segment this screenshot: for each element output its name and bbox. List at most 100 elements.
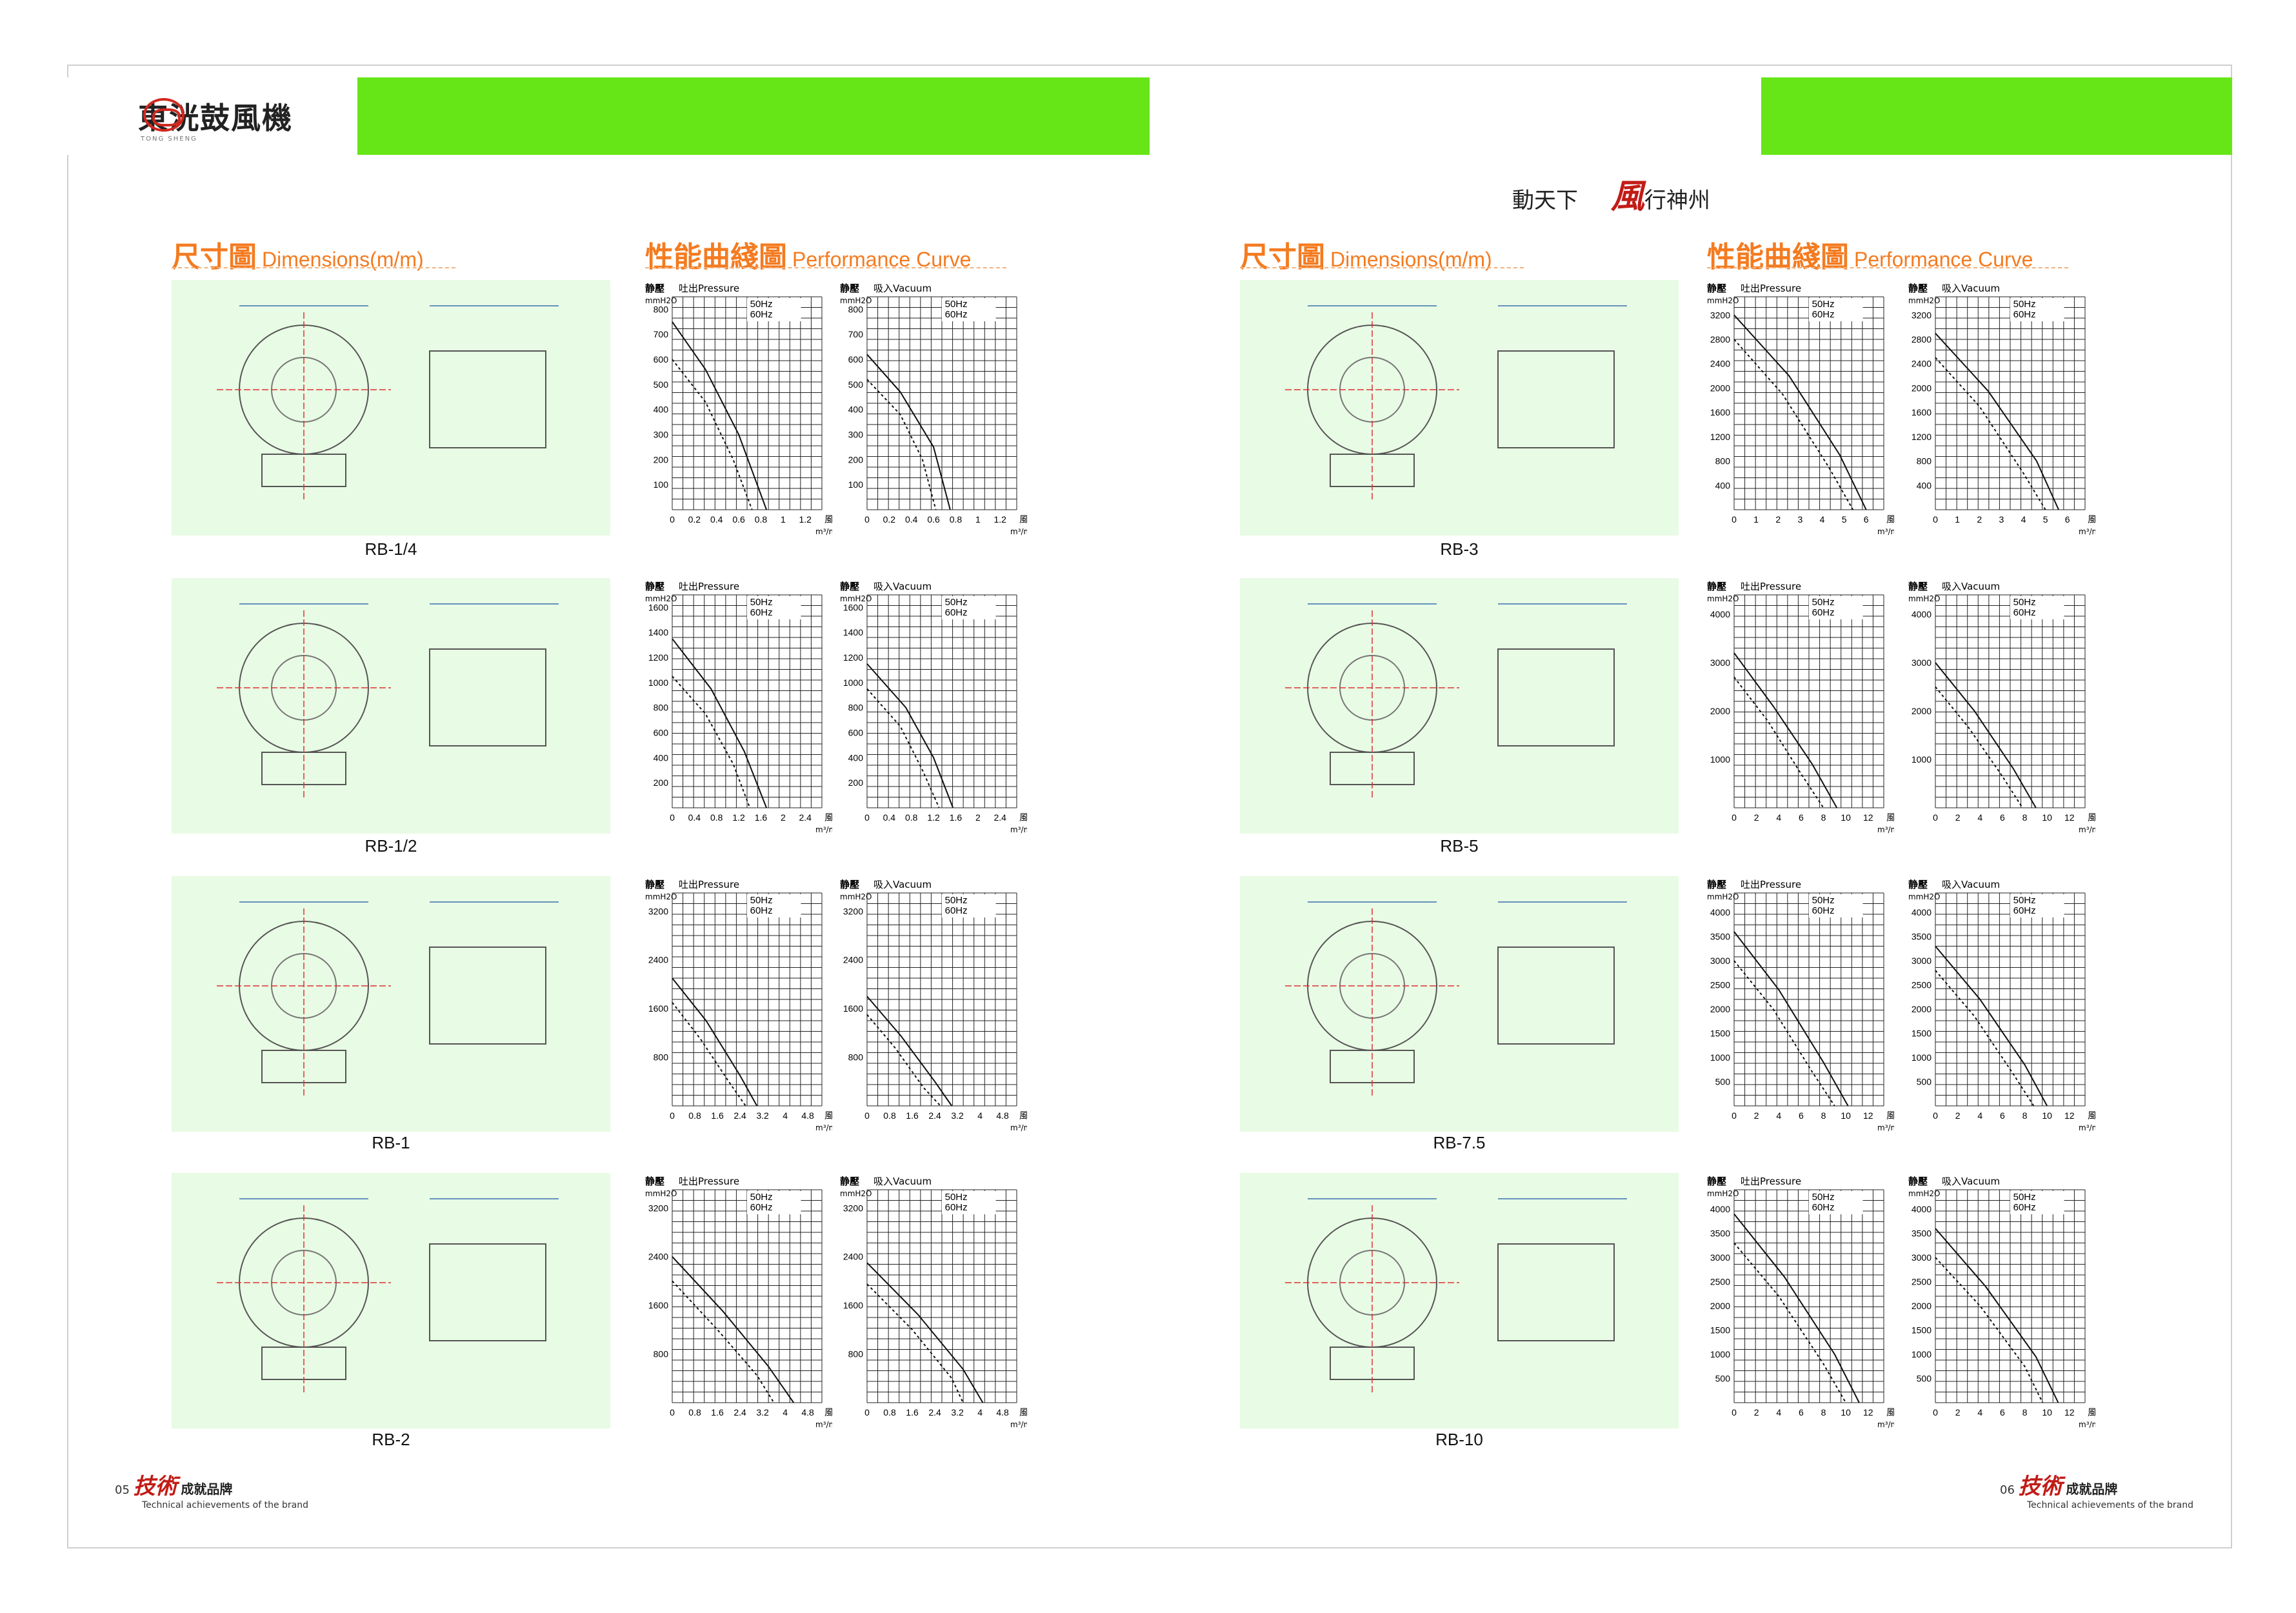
legend-entry: 50Hz bbox=[945, 895, 968, 906]
legend-box bbox=[2010, 596, 2064, 619]
x-tick-label: 4 bbox=[783, 1110, 788, 1121]
model-label: RB-5 bbox=[1440, 836, 1479, 856]
x-tick-label: 0.4 bbox=[710, 514, 723, 525]
x-tick-label: 0.8 bbox=[688, 1110, 701, 1121]
y-tick-label: 2000 bbox=[1912, 1004, 1932, 1014]
dimension-sketch bbox=[1285, 603, 1627, 797]
y-tick-label: 3200 bbox=[843, 906, 863, 916]
footer-big: 技術 bbox=[2018, 1474, 2062, 1499]
legend-entry: 50Hz bbox=[750, 895, 773, 906]
x-axis-label: 風量 bbox=[1019, 515, 1027, 525]
y-tick-label: 1600 bbox=[843, 602, 863, 612]
y-axis-unit: mmH2O bbox=[1707, 594, 1739, 603]
x-tick-label: 1.6 bbox=[755, 812, 768, 823]
series-line-50hz bbox=[1733, 931, 1849, 1107]
model-label: RB-1/4 bbox=[364, 539, 417, 559]
x-tick-label: 10 bbox=[1841, 812, 1851, 823]
y-tick-label: 300 bbox=[848, 430, 864, 440]
x-axis-unit: m³/min bbox=[1877, 825, 1894, 834]
performance-chart: 50Hz60Hz1000200030004000024681012風量m³/mi… bbox=[1908, 581, 2095, 834]
page-number: 05 bbox=[115, 1483, 130, 1497]
y-tick-label: 100 bbox=[654, 479, 669, 490]
y-tick-label: 1600 bbox=[648, 602, 668, 612]
x-tick-label: 1.2 bbox=[732, 812, 745, 823]
x-axis-unit: m³/min bbox=[815, 1420, 832, 1429]
x-tick-label: 2 bbox=[1977, 514, 1982, 525]
motor-body bbox=[1497, 1243, 1615, 1341]
y-tick-label: 1600 bbox=[843, 1003, 863, 1014]
brand-sub-text: TONG SHENG bbox=[141, 135, 197, 143]
chart-side-label: 吸入Vacuum bbox=[1942, 581, 2000, 592]
dimension-sketch bbox=[1285, 1198, 1627, 1392]
brand-logo-block: 東洸鼓風機 TONG SHENG bbox=[67, 77, 357, 155]
x-tick-label: 4 bbox=[1776, 1407, 1781, 1418]
x-tick-label: 4 bbox=[1977, 812, 1982, 823]
dimension-drawing bbox=[1240, 1173, 1679, 1428]
x-tick-label: 12 bbox=[2064, 812, 2075, 823]
y-tick-label: 600 bbox=[848, 728, 864, 738]
x-tick-label: 2.4 bbox=[993, 812, 1006, 823]
y-tick-label: 2500 bbox=[1912, 1277, 1932, 1287]
y-tick-label: 2400 bbox=[1710, 359, 1730, 369]
y-tick-label: 3000 bbox=[1912, 956, 1932, 966]
legend-entry: 60Hz bbox=[2013, 607, 2036, 618]
footer-en: Technical achievements of the brand bbox=[142, 1500, 308, 1510]
y-tick-label: 300 bbox=[654, 430, 669, 440]
x-axis-label: 風量 bbox=[1886, 515, 1894, 525]
x-tick-label: 8 bbox=[1821, 1110, 1826, 1121]
x-axis-unit: m³/min bbox=[815, 1123, 832, 1132]
x-tick-label: 10 bbox=[1841, 1110, 1851, 1121]
legend-entry: 60Hz bbox=[2013, 309, 2036, 320]
y-axis-label: 静壓 bbox=[1908, 581, 1928, 592]
legend-entry: 50Hz bbox=[1812, 895, 1835, 906]
y-axis-label: 静壓 bbox=[840, 1176, 859, 1187]
series-cn: RB系列 bbox=[418, 156, 448, 245]
x-axis-label: 風量 bbox=[1019, 1111, 1027, 1121]
x-axis-label: 風量 bbox=[1019, 1408, 1027, 1418]
x-tick-label: 12 bbox=[2064, 1407, 2075, 1418]
x-tick-label: 0 bbox=[1933, 812, 1938, 823]
y-tick-label: 1500 bbox=[1710, 1325, 1730, 1336]
chart-side-label: 吐出Pressure bbox=[1741, 879, 1801, 890]
x-tick-label: 1 bbox=[781, 514, 786, 525]
series-line-50hz bbox=[866, 996, 953, 1107]
y-tick-label: 100 bbox=[848, 479, 864, 490]
series-line-50hz bbox=[1935, 662, 2037, 808]
x-tick-label: 0.8 bbox=[883, 1407, 896, 1418]
x-tick-label: 2.4 bbox=[799, 812, 812, 823]
x-tick-label: 6 bbox=[2000, 812, 2005, 823]
y-tick-label: 1200 bbox=[1710, 432, 1730, 442]
y-tick-label: 800 bbox=[654, 1349, 669, 1359]
footer-cn: 成就品牌 bbox=[181, 1481, 233, 1497]
x-tick-label: 0 bbox=[1732, 1407, 1737, 1418]
y-tick-label: 2000 bbox=[1912, 706, 1932, 716]
x-tick-label: 3.2 bbox=[951, 1407, 964, 1418]
x-axis-unit: m³/min bbox=[2079, 527, 2095, 536]
y-tick-label: 200 bbox=[848, 454, 864, 465]
y-tick-label: 1200 bbox=[1912, 432, 1932, 442]
y-tick-label: 2000 bbox=[1912, 1301, 1932, 1311]
y-tick-label: 1600 bbox=[648, 1003, 668, 1014]
dimension-drawing bbox=[172, 578, 610, 834]
x-tick-label: 10 bbox=[2042, 1407, 2052, 1418]
y-tick-label: 2800 bbox=[1912, 334, 1932, 345]
x-axis-unit: m³/min bbox=[2079, 825, 2095, 834]
legend-entry: 50Hz bbox=[1812, 1192, 1835, 1203]
x-tick-label: 12 bbox=[2064, 1110, 2075, 1121]
dimension-sketch bbox=[217, 603, 559, 797]
y-tick-label: 800 bbox=[848, 703, 864, 713]
y-tick-label: 400 bbox=[654, 405, 669, 415]
y-tick-label: 2000 bbox=[1710, 1301, 1730, 1311]
x-tick-label: 1.2 bbox=[993, 514, 1006, 525]
y-axis-label: 静壓 bbox=[645, 879, 664, 890]
x-axis-label: 風量 bbox=[1886, 813, 1894, 823]
dimension-drawing bbox=[172, 1173, 610, 1428]
legend-entry: 50Hz bbox=[750, 1192, 773, 1203]
x-tick-label: 0.4 bbox=[883, 812, 896, 823]
page-number: 06 bbox=[2000, 1483, 2015, 1497]
